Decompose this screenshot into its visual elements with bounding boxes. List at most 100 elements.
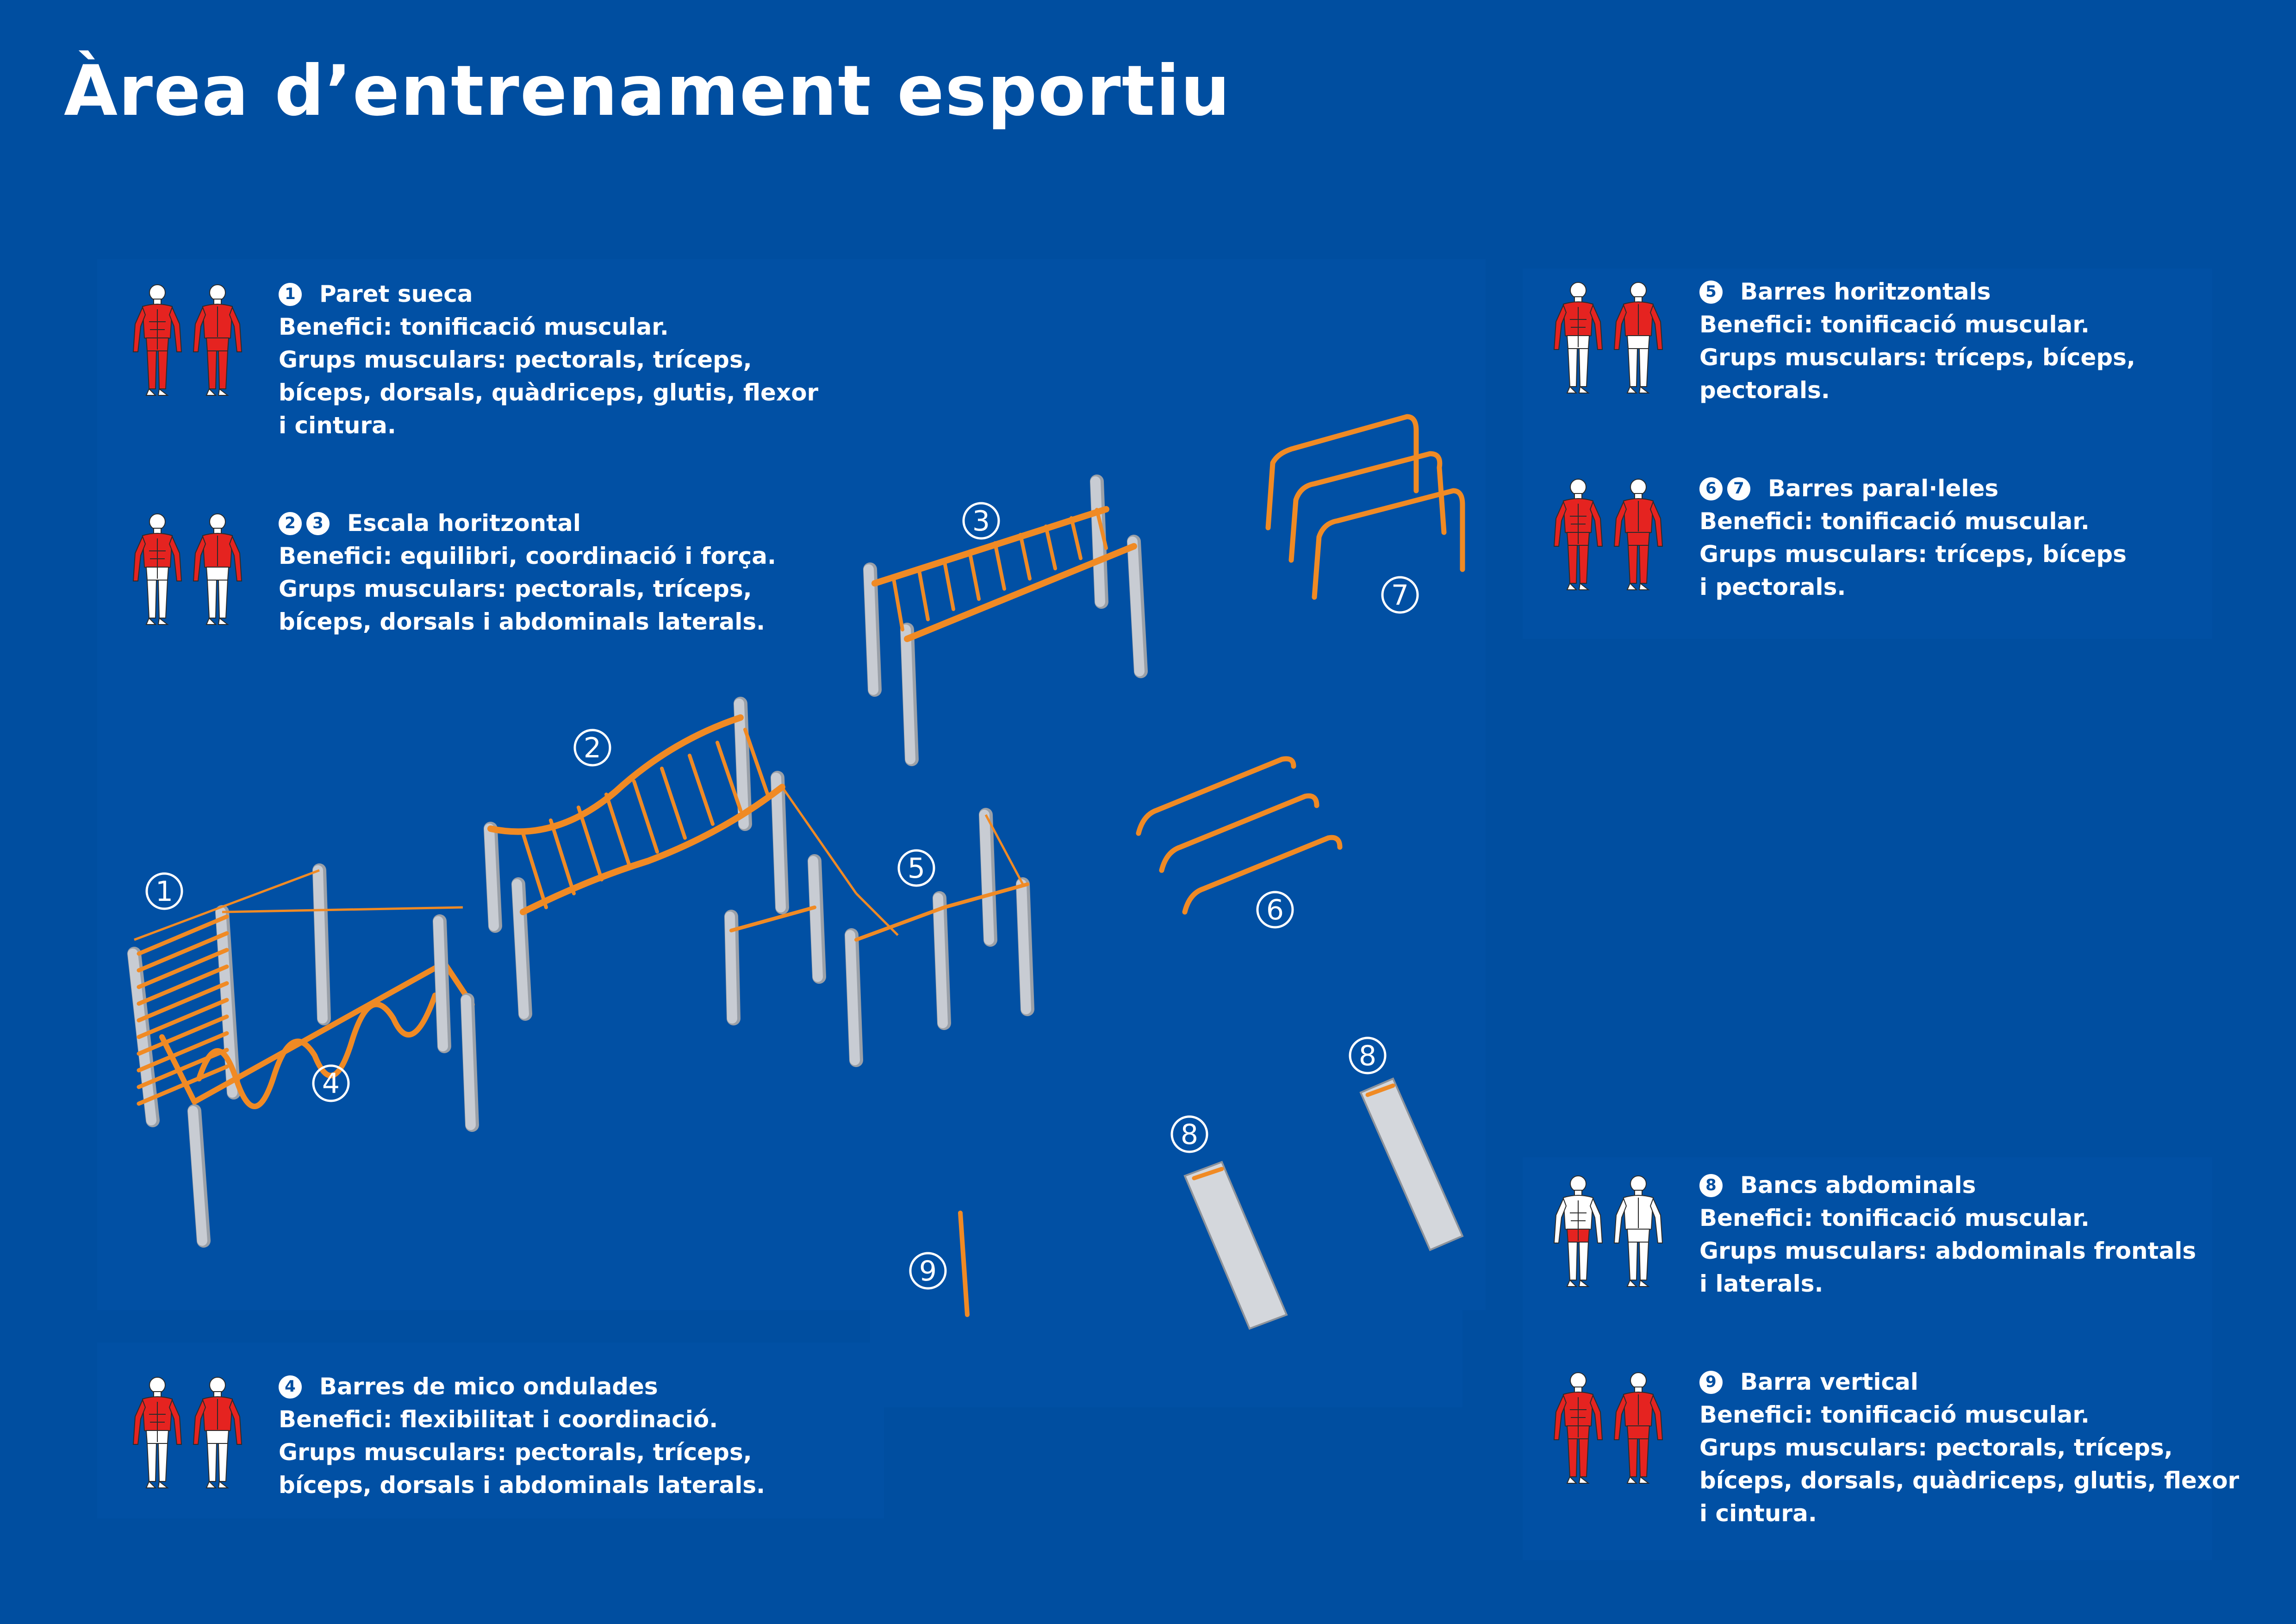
bar bbox=[871, 506, 1109, 587]
bar bbox=[688, 754, 715, 826]
post bbox=[771, 773, 786, 912]
diagram-label: 6 bbox=[1266, 894, 1284, 926]
muscle-figure-front-icon bbox=[1553, 1372, 1603, 1484]
station-description-line: Grups musculars: pectorals, tríceps, bbox=[279, 1439, 752, 1466]
bar bbox=[137, 914, 229, 956]
bar bbox=[1044, 525, 1057, 570]
station-description-line: Grups musculars: pectorals, tríceps, bbox=[279, 346, 752, 373]
station-name: Barra vertical bbox=[1740, 1368, 1919, 1395]
post bbox=[725, 912, 737, 1024]
bar bbox=[159, 960, 475, 1105]
station-description-line: Benefici: equilibri, coordinació i força… bbox=[279, 543, 776, 569]
diagram-label-circle bbox=[962, 502, 1000, 540]
station-description-line: Grups musculars: tríceps, bíceps bbox=[1699, 541, 2127, 568]
diagram-label: 5 bbox=[908, 852, 925, 885]
bar bbox=[137, 964, 229, 1006]
station-description-line: pectorals. bbox=[1699, 377, 1830, 404]
post bbox=[188, 1106, 207, 1246]
station-number-badge: 3 bbox=[306, 512, 330, 535]
muscle-figure-front-icon bbox=[1553, 479, 1603, 590]
station-name: Barres paral·leles bbox=[1768, 475, 1999, 502]
station-description-line: bíceps, dorsals i abdominals laterals. bbox=[279, 1472, 765, 1499]
station-description-line: Grups musculars: pectorals, tríceps, bbox=[279, 575, 752, 602]
post bbox=[484, 824, 499, 931]
muscle-figure-front-icon bbox=[1553, 1175, 1603, 1287]
muscle-figures bbox=[1553, 1175, 1663, 1287]
station-number-badge: 2 bbox=[279, 512, 302, 535]
station-number-badge: 1 bbox=[279, 282, 302, 306]
station-description-line: Benefici: tonificació muscular. bbox=[1699, 508, 2090, 535]
bar bbox=[993, 541, 1006, 591]
bar bbox=[1312, 488, 1465, 600]
muscle-figure-back-icon bbox=[193, 1377, 243, 1488]
muscle-figure-front-icon bbox=[132, 513, 182, 625]
diagram-label-circle bbox=[909, 1252, 947, 1290]
post bbox=[734, 699, 749, 829]
post bbox=[1016, 879, 1031, 1014]
diagram-label-circle bbox=[897, 849, 935, 887]
bar bbox=[1070, 516, 1083, 560]
station-header: 4 Barres de mico ondulades bbox=[279, 1370, 765, 1403]
bar bbox=[137, 998, 229, 1039]
diagram-label-circle bbox=[145, 872, 183, 910]
post bbox=[512, 879, 529, 1019]
muscle-figures bbox=[1553, 1372, 1663, 1484]
station-name: Bancs abdominals bbox=[1740, 1172, 1976, 1199]
post bbox=[864, 564, 878, 695]
muscle-figure-back-icon bbox=[193, 513, 243, 625]
station-number-badge: 9 bbox=[1699, 1370, 1723, 1394]
station-description-line: Benefici: tonificació muscular. bbox=[279, 313, 669, 340]
station-description-line: Benefici: tonificació muscular. bbox=[1699, 311, 2090, 338]
post bbox=[313, 865, 328, 1024]
diagram-label-circle bbox=[1349, 1037, 1387, 1074]
post bbox=[1090, 476, 1105, 607]
cable bbox=[134, 869, 320, 941]
station-name: Barres horitzontals bbox=[1740, 278, 1991, 305]
station-description-line: i laterals. bbox=[1699, 1270, 1823, 1297]
bar bbox=[604, 793, 631, 868]
post bbox=[808, 856, 823, 982]
station-name: Paret sueca bbox=[319, 281, 473, 307]
station-description-line: i pectorals. bbox=[1699, 574, 1846, 600]
muscle-figure-front-icon bbox=[132, 284, 182, 396]
station-name: Barres de mico ondulades bbox=[319, 1373, 658, 1400]
bar bbox=[1159, 793, 1319, 873]
bar bbox=[743, 728, 770, 798]
cable bbox=[855, 893, 899, 936]
station-number-badge: 4 bbox=[279, 1375, 302, 1399]
bar bbox=[917, 566, 930, 621]
bar bbox=[520, 784, 785, 915]
diagram-label-circle bbox=[312, 1064, 350, 1102]
bar bbox=[854, 906, 946, 942]
bar bbox=[729, 906, 816, 932]
station-description-line: bíceps, dorsals, quàdriceps, glutis, fle… bbox=[279, 379, 819, 406]
bar bbox=[660, 767, 687, 840]
muscle-figures bbox=[132, 513, 243, 625]
post bbox=[1127, 537, 1145, 676]
diagram-label: 8 bbox=[1359, 1040, 1376, 1072]
station-header: 1 Paret sueca bbox=[279, 278, 818, 311]
station-number-badge: 7 bbox=[1727, 477, 1750, 500]
bar bbox=[1365, 1083, 1395, 1097]
station-description-line: i cintura. bbox=[1699, 1500, 1817, 1527]
station-description-line: Grups musculars: pectorals, tríceps, bbox=[1699, 1434, 2173, 1461]
bar bbox=[521, 831, 548, 909]
abdominal-bench bbox=[1183, 1161, 1288, 1330]
muscle-figures bbox=[1553, 282, 1663, 394]
bar bbox=[487, 714, 744, 835]
page-title: Àrea d’entrenament esportiu bbox=[64, 51, 1231, 131]
station-description-line: Benefici: tonificació muscular. bbox=[1699, 1205, 2090, 1231]
station-description-line: Grups musculars: abdominals frontals bbox=[1699, 1237, 2196, 1264]
